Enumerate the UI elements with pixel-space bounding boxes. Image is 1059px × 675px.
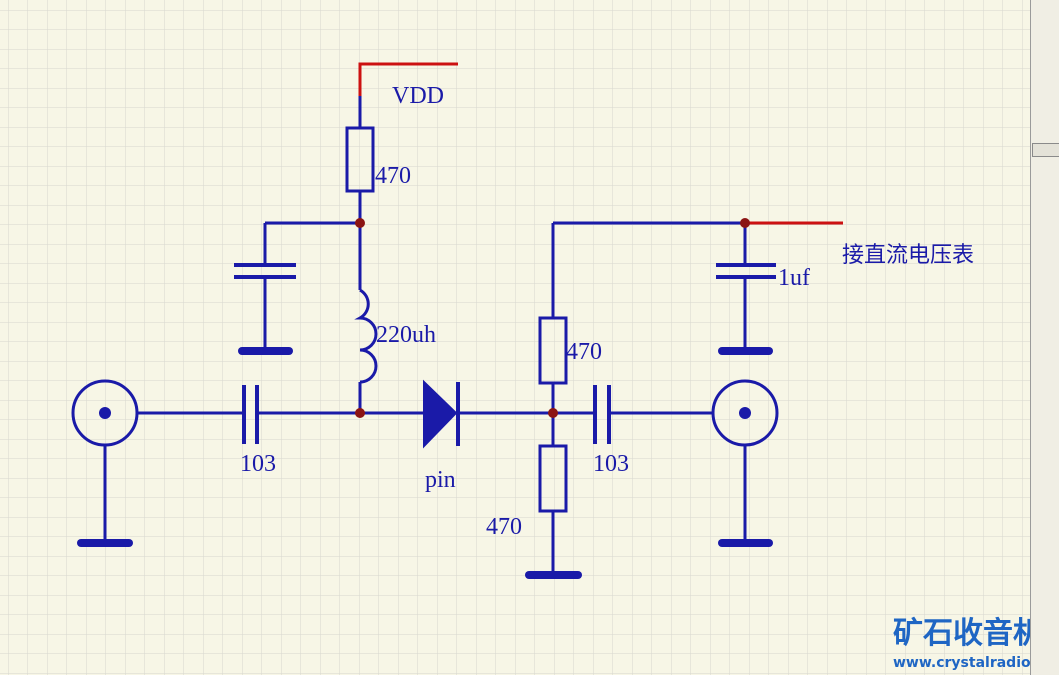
resistor-top-label: 470 [375,163,411,189]
filter-capacitor-label: 1uf [778,265,810,291]
vdd-label: VDD [392,83,444,109]
input-capacitor-label: 103 [240,451,276,477]
filter-capacitor[interactable] [716,263,776,279]
input-capacitor[interactable] [242,385,259,444]
pin-diode[interactable] [423,379,460,449]
resistor-bottom[interactable] [538,444,568,513]
bypass-capacitor[interactable] [234,263,296,279]
junction-dot [548,408,558,418]
meter-label: 接直流电压表 [842,243,974,268]
watermark-url: www.crystalradio.cn [893,655,1030,671]
output-capacitor[interactable] [593,385,611,444]
diode-label: pin [425,467,456,493]
inductor[interactable] [354,288,378,384]
inductor-label: 220uh [376,322,436,348]
grid-background [0,0,1030,675]
schematic-canvas: VDD 470 220uh 103 pin 470 470 103 1uf 接直… [0,0,1030,675]
resistor-top[interactable] [345,126,375,193]
junction-dot [740,218,750,228]
output-connector[interactable] [711,379,779,447]
junction-dot [355,218,365,228]
resistor-mid[interactable] [538,316,568,385]
watermark-brand: 矿石收音机 [893,616,1030,651]
vdd-supply-wire[interactable] [358,62,458,96]
output-capacitor-label: 103 [593,451,629,477]
input-connector[interactable] [71,379,139,447]
resistor-mid-label: 470 [566,339,602,365]
wires[interactable] [103,96,747,574]
resistor-bottom-label: 470 [486,514,522,540]
junction-dot [355,408,365,418]
scrollbar-thumb[interactable] [1032,143,1059,157]
vertical-scrollbar[interactable] [1030,0,1059,675]
